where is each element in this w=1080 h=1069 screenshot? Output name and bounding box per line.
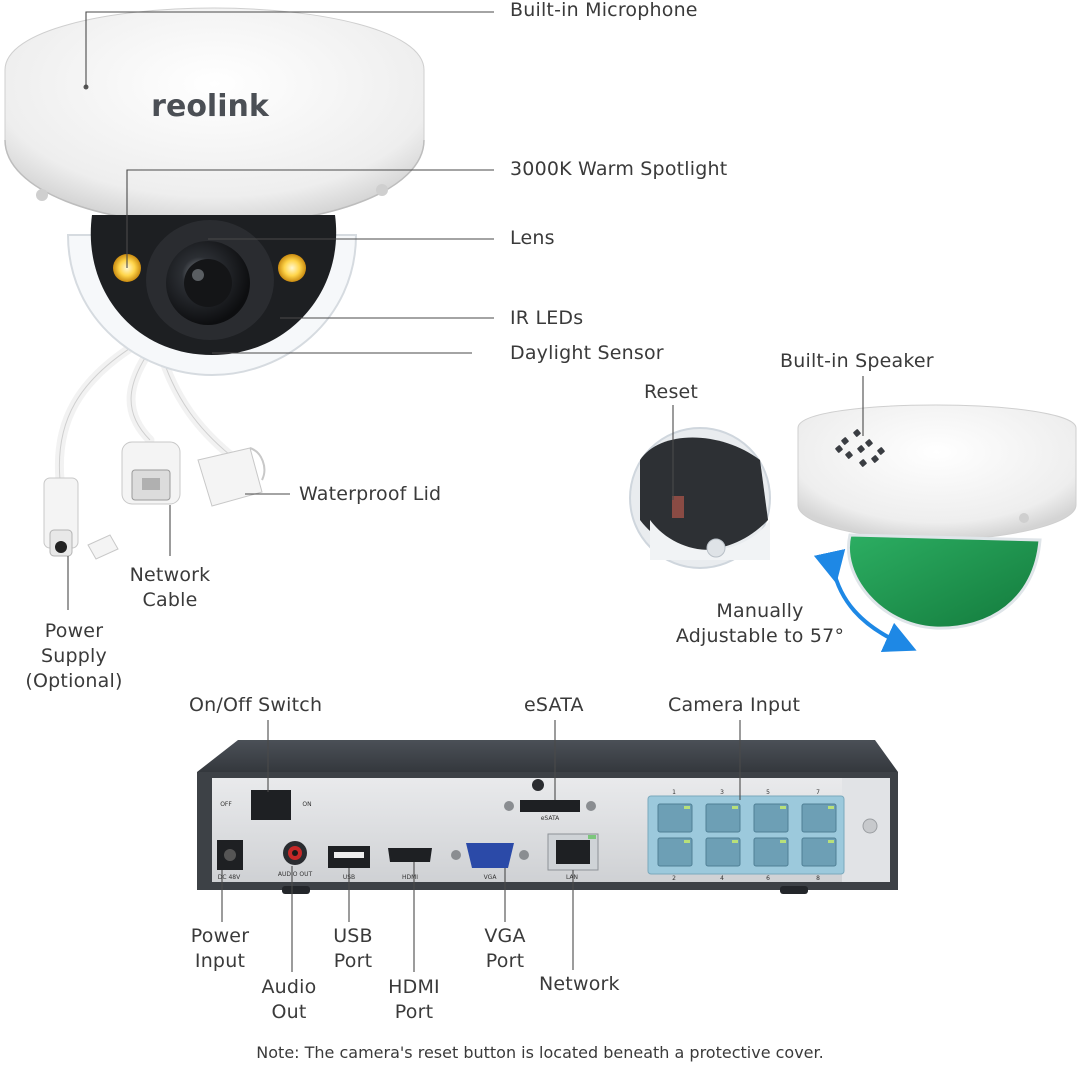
label-line: Cable: [142, 589, 198, 611]
label-power-input: Power Input: [170, 924, 270, 974]
label-onoff-switch: On/Off Switch: [189, 694, 323, 716]
network-cable-connector: [121, 441, 181, 505]
brand-logo: reolink: [151, 89, 270, 124]
label-line: (Optional): [25, 670, 123, 692]
rj45-port-icon: [801, 837, 837, 867]
print-off: OFF: [220, 801, 232, 808]
label-waterproof-lid: Waterproof Lid: [299, 483, 442, 505]
print-port: 2: [672, 875, 676, 882]
label-built-in-speaker: Built-in Speaker: [780, 350, 934, 372]
print-port: 7: [816, 789, 820, 796]
label-camera-input: Camera Input: [668, 694, 801, 716]
label-line: Network: [129, 564, 211, 586]
nvr-recorder: [197, 740, 898, 894]
label-usb-port: USB Port: [313, 924, 393, 974]
label-line: Audio: [261, 976, 317, 998]
print-port: 3: [720, 789, 724, 796]
label-line: Power: [44, 620, 104, 642]
dome-camera: [4, 7, 425, 377]
camera-input-ports: [657, 803, 837, 867]
rj45-port-icon: [705, 837, 741, 867]
label-vga-port: VGA Port: [465, 924, 545, 974]
print-port: 4: [720, 875, 724, 882]
print-hdmi: HDMI: [402, 874, 418, 881]
label-line: Port: [333, 950, 373, 972]
rj45-port-icon: [657, 837, 693, 867]
network-port-icon: [556, 840, 590, 864]
reset-inset: [629, 427, 771, 569]
label-line: Out: [271, 1001, 307, 1023]
esata-port-icon: [520, 800, 580, 812]
label-line: Port: [394, 1001, 434, 1023]
label-audio-out: Audio Out: [244, 975, 334, 1025]
adjustable-dome: [797, 404, 1077, 652]
camera-leader-lines: [67, 11, 494, 610]
print-port: 1: [672, 789, 676, 796]
label-reset: Reset: [644, 381, 699, 403]
label-line: Input: [194, 950, 246, 972]
footer-note: Note: The camera's reset button is locat…: [256, 1043, 824, 1062]
label-warm-spotlight: 3000K Warm Spotlight: [510, 158, 728, 180]
label-line: Adjustable to 57°: [675, 625, 845, 647]
label-line: Manually: [716, 600, 804, 622]
port-led-icon: [828, 840, 834, 843]
label-line: HDMI: [388, 976, 440, 998]
port-led-icon: [780, 840, 786, 843]
label-daylight-sensor: Daylight Sensor: [510, 342, 664, 364]
power-supply-connector: [43, 477, 119, 560]
camera-input-panel: [647, 795, 845, 875]
port-led-icon: [828, 806, 834, 809]
port-led-icon: [732, 840, 738, 843]
print-dc: DC 48V: [218, 874, 241, 881]
label-lens: Lens: [510, 227, 555, 249]
onoff-switch-icon: [251, 790, 291, 820]
rj45-port-icon: [657, 803, 693, 833]
rj45-port-icon: [753, 837, 789, 867]
label-adjustable: Manually Adjustable to 57°: [660, 599, 860, 649]
print-port: 5: [766, 789, 770, 796]
waterproof-lid: [197, 447, 266, 507]
print-port: 8: [816, 875, 820, 882]
label-line: USB: [333, 925, 373, 947]
nvr-leader-lines: [221, 720, 741, 972]
hdmi-port-icon: [388, 848, 432, 862]
port-led-icon: [684, 840, 690, 843]
label-line: VGA: [484, 925, 526, 947]
print-lan: LAN: [566, 874, 578, 881]
port-led-icon: [684, 806, 690, 809]
port-led-icon: [780, 806, 786, 809]
label-network-cable: Network Cable: [110, 563, 230, 613]
print-port: 6: [766, 875, 770, 882]
reset-button-icon: [672, 496, 684, 518]
vga-port-icon: [466, 843, 514, 868]
print-vga: VGA: [484, 874, 498, 881]
label-built-in-microphone: Built-in Microphone: [510, 0, 698, 21]
rj45-port-icon: [753, 803, 789, 833]
label-esata: eSATA: [524, 694, 584, 716]
label-power-supply: Power Supply (Optional): [8, 619, 140, 694]
rj45-port-icon: [705, 803, 741, 833]
print-audio: AUDIO OUT: [278, 871, 313, 878]
print-esata: eSATA: [541, 815, 560, 822]
label-network: Network: [539, 973, 620, 995]
label-hdmi-port: HDMI Port: [372, 975, 456, 1025]
label-line: Port: [485, 950, 525, 972]
label-line: Power: [190, 925, 250, 947]
rj45-port-icon: [801, 803, 837, 833]
spotlight-right-icon: [278, 254, 306, 282]
label-ir-leds: IR LEDs: [510, 307, 584, 329]
label-line: Supply: [41, 645, 107, 667]
speaker-grille-icon: [835, 429, 885, 467]
print-on: ON: [302, 801, 311, 808]
rotation-arrow-icon: [813, 548, 917, 652]
port-led-icon: [732, 806, 738, 809]
